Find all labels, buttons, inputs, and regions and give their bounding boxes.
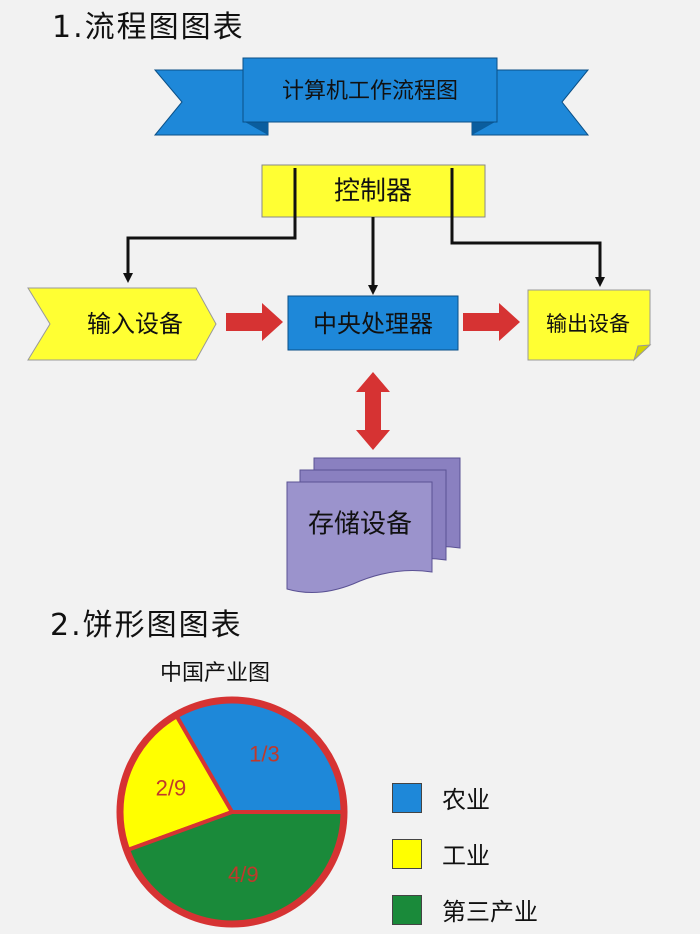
legend-label-1: 工业 [442, 842, 490, 870]
section-1-title: 1.流程图图表 [52, 10, 245, 45]
banner-ribbon: 计算机工作流程图 [153, 57, 590, 136]
legend-item-0: 农业 [392, 780, 490, 815]
controller-connectors [123, 168, 605, 295]
legend-swatch-0 [392, 782, 422, 813]
red-arrow-input-cpu [226, 303, 283, 341]
legend-label-0: 农业 [442, 786, 490, 814]
arrow-to-output [450, 168, 605, 287]
controller-box [261, 164, 486, 218]
pie-data-label-2: 4/9 [228, 862, 259, 887]
banner-box [242, 57, 498, 123]
red-arrow-cpu-output [463, 303, 520, 341]
controller-label: 控制器 [334, 177, 412, 207]
pie-border [116, 696, 348, 928]
storage-device-label: 存储设备 [308, 510, 412, 540]
red-arrow-cpu-storage [356, 372, 390, 450]
input-device-label: 输入设备 [87, 310, 183, 338]
pie-data-label-0: 1/3 [249, 742, 280, 767]
pie-data-label-1: 2/9 [156, 776, 187, 801]
legend-swatch-1 [392, 838, 422, 869]
flowchart-diagram: 计算机工作流程图 控制器 输入设备 中央处理器 输出设备 [27, 57, 652, 593]
cpu-label: 中央处理器 [313, 310, 433, 338]
storage-device-shape [286, 457, 461, 593]
banner-title: 计算机工作流程图 [282, 79, 458, 104]
legend-item-2: 第三产业 [392, 892, 538, 927]
input-device-shape [27, 287, 217, 361]
section-2-title: 2.饼形图图表 [50, 608, 243, 643]
output-device-curl [633, 344, 652, 362]
pie-chart-title: 中国产业图 [160, 661, 271, 686]
legend-swatch-2 [392, 894, 422, 925]
output-device-label: 输出设备 [546, 312, 630, 336]
legend-label-2: 第三产业 [442, 898, 538, 926]
legend-item-1: 工业 [392, 836, 490, 871]
arrow-to-input [123, 168, 297, 283]
cpu-box [287, 295, 459, 351]
